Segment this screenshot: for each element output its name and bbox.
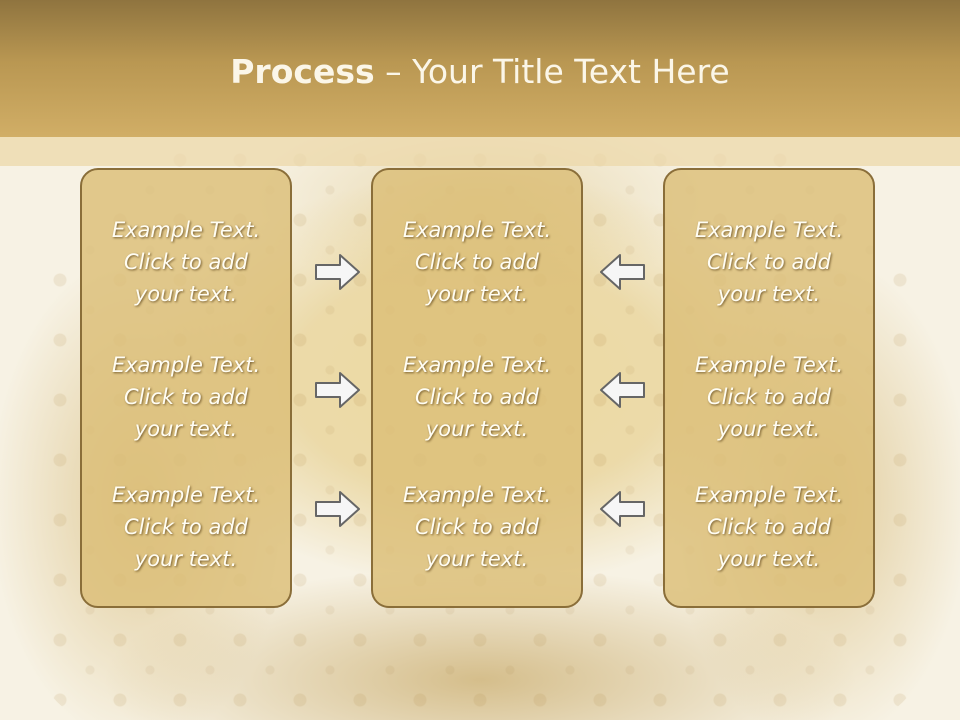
text-block[interactable]: Example Text. Click to add your text. (82, 479, 290, 575)
text-block[interactable]: Example Text. Click to add your text. (665, 214, 873, 310)
process-box-1[interactable]: Example Text. Click to add your text. Ex… (80, 168, 292, 608)
text-block[interactable]: Example Text. Click to add your text. (82, 349, 290, 445)
slide-title-strong: Process (230, 52, 375, 91)
text-line: your text. (425, 282, 529, 306)
text-line: your text. (717, 547, 821, 571)
right-arrow-icon[interactable] (314, 489, 362, 529)
text-line: Example Text. (694, 483, 844, 507)
right-arrow-icon[interactable] (314, 252, 362, 292)
text-block[interactable]: Example Text. Click to add your text. (665, 479, 873, 575)
text-block[interactable]: Example Text. Click to add your text. (373, 349, 581, 445)
title-bar (0, 0, 960, 137)
process-box-2[interactable]: Example Text. Click to add your text. Ex… (371, 168, 583, 608)
text-line: your text. (717, 282, 821, 306)
text-line: your text. (134, 417, 238, 441)
text-line: your text. (134, 282, 238, 306)
text-line: Click to add (706, 385, 831, 409)
text-line: Example Text. (402, 218, 552, 242)
title-underline-strip (0, 137, 960, 166)
process-box-3[interactable]: Example Text. Click to add your text. Ex… (663, 168, 875, 608)
text-line: Click to add (706, 250, 831, 274)
text-line: your text. (425, 547, 529, 571)
text-block[interactable]: Example Text. Click to add your text. (373, 214, 581, 310)
text-block[interactable]: Example Text. Click to add your text. (82, 214, 290, 310)
text-line: your text. (134, 547, 238, 571)
left-arrow-icon[interactable] (598, 252, 646, 292)
text-line: Click to add (706, 515, 831, 539)
text-line: Click to add (414, 515, 539, 539)
text-line: Example Text. (402, 353, 552, 377)
text-line: your text. (717, 417, 821, 441)
text-line: Click to add (123, 385, 248, 409)
text-line: Click to add (414, 385, 539, 409)
left-arrow-icon[interactable] (598, 370, 646, 410)
text-line: Example Text. (111, 353, 261, 377)
left-arrow-icon[interactable] (598, 489, 646, 529)
text-line: Click to add (414, 250, 539, 274)
text-line: Example Text. (694, 218, 844, 242)
slide-title-rest: – Your Title Text Here (374, 52, 730, 91)
slide-title[interactable]: Process – Your Title Text Here (0, 52, 960, 91)
right-arrow-icon[interactable] (314, 370, 362, 410)
text-line: Click to add (123, 250, 248, 274)
text-line: Example Text. (402, 483, 552, 507)
text-line: your text. (425, 417, 529, 441)
text-block[interactable]: Example Text. Click to add your text. (373, 479, 581, 575)
text-line: Example Text. (694, 353, 844, 377)
text-line: Example Text. (111, 218, 261, 242)
text-line: Click to add (123, 515, 248, 539)
text-line: Example Text. (111, 483, 261, 507)
text-block[interactable]: Example Text. Click to add your text. (665, 349, 873, 445)
